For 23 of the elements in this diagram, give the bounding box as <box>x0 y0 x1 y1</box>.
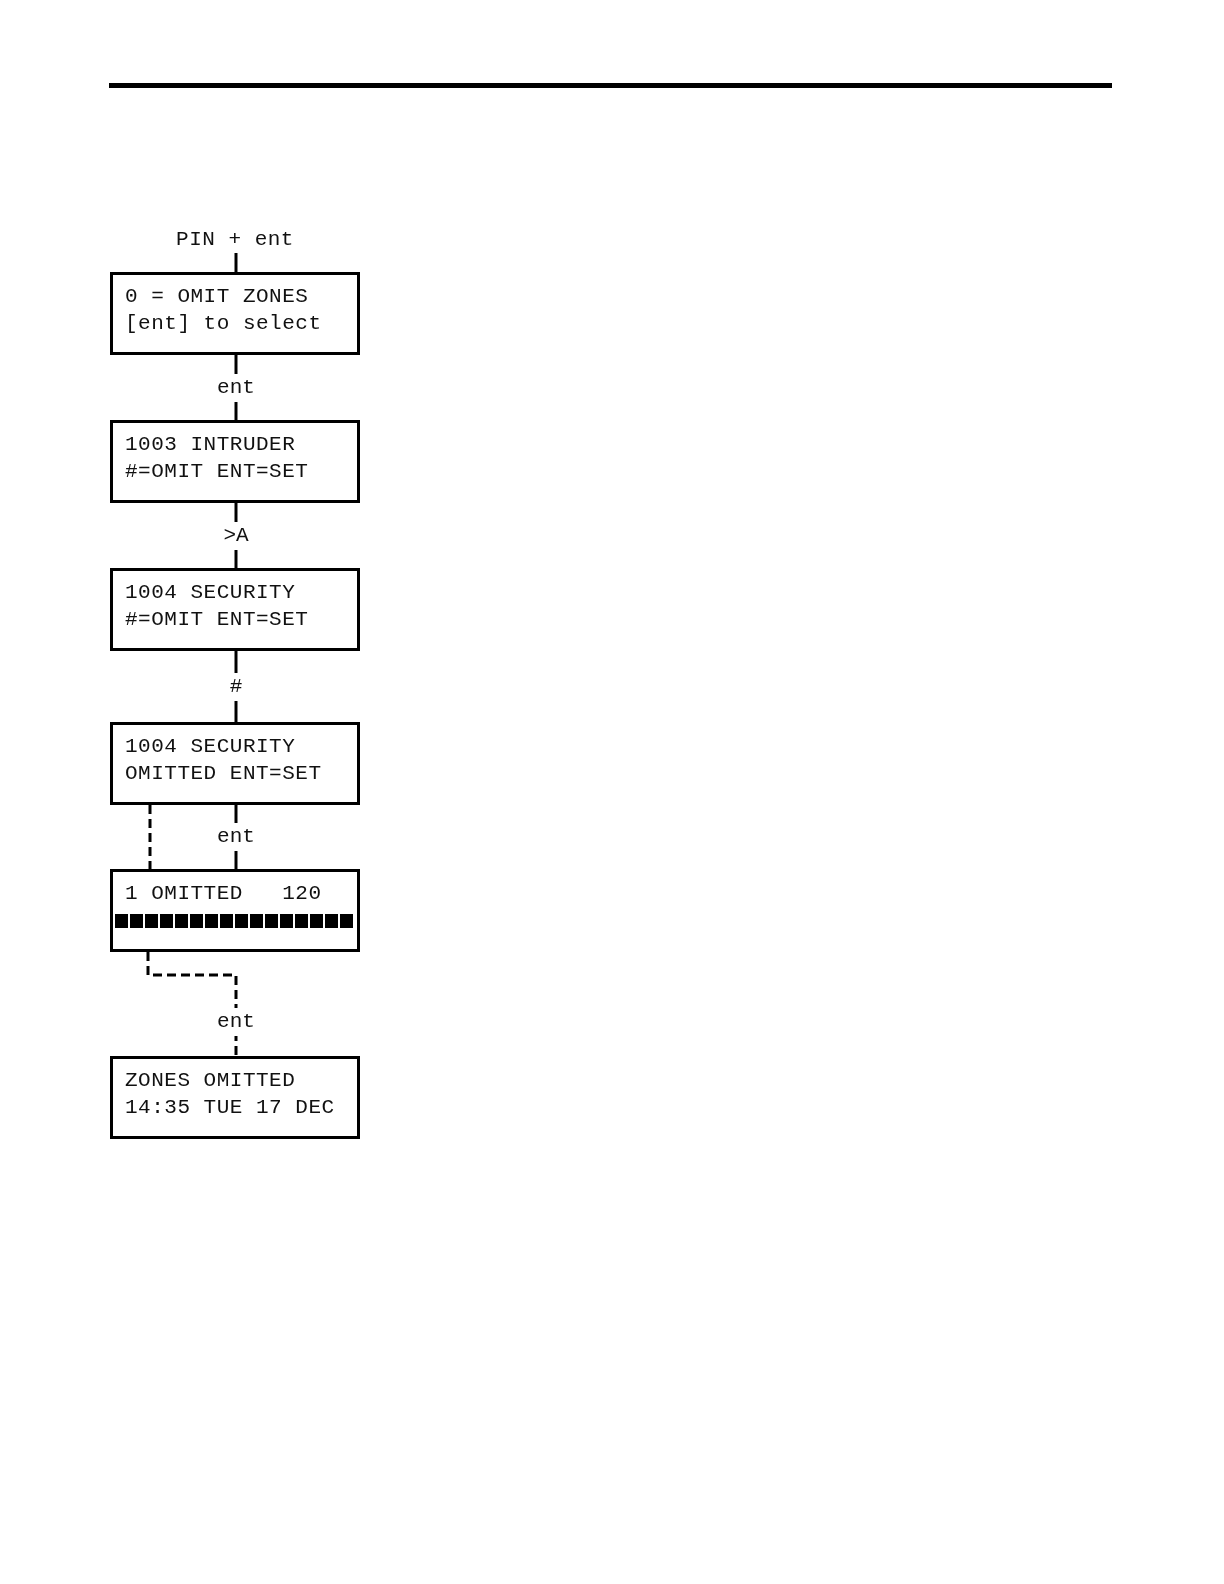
display-text: 0 = OMIT ZONES <box>125 284 309 310</box>
display-text: OMITTED ENT=SET <box>125 761 322 787</box>
display-text: 1003 INTRUDER <box>125 432 296 458</box>
display-text: 1004 SECURITY <box>125 580 296 606</box>
display-text: #=OMIT ENT=SET <box>125 459 309 485</box>
dashed-connector <box>146 952 238 1056</box>
edge-label: # <box>227 672 245 701</box>
display-screen-box <box>110 869 360 952</box>
display-text: ZONES OMITTED <box>125 1068 296 1094</box>
display-screen-box <box>110 272 360 355</box>
dashed-connector <box>148 805 152 869</box>
display-screen-box <box>110 1056 360 1139</box>
edge-label: >A <box>221 521 251 550</box>
display-screen-box <box>110 568 360 651</box>
display-text: #=OMIT ENT=SET <box>125 607 309 633</box>
display-text: PIN + ent <box>176 226 294 253</box>
display-screen-box <box>110 722 360 805</box>
display-text: 1004 SECURITY <box>125 734 296 760</box>
display-text: 1 OMITTED 120 <box>125 881 322 907</box>
display-text: [ent] to select <box>125 311 322 337</box>
connector-line <box>234 253 238 272</box>
display-screen-box <box>110 420 360 503</box>
display-text: 14:35 TUE 17 DEC <box>125 1095 335 1121</box>
